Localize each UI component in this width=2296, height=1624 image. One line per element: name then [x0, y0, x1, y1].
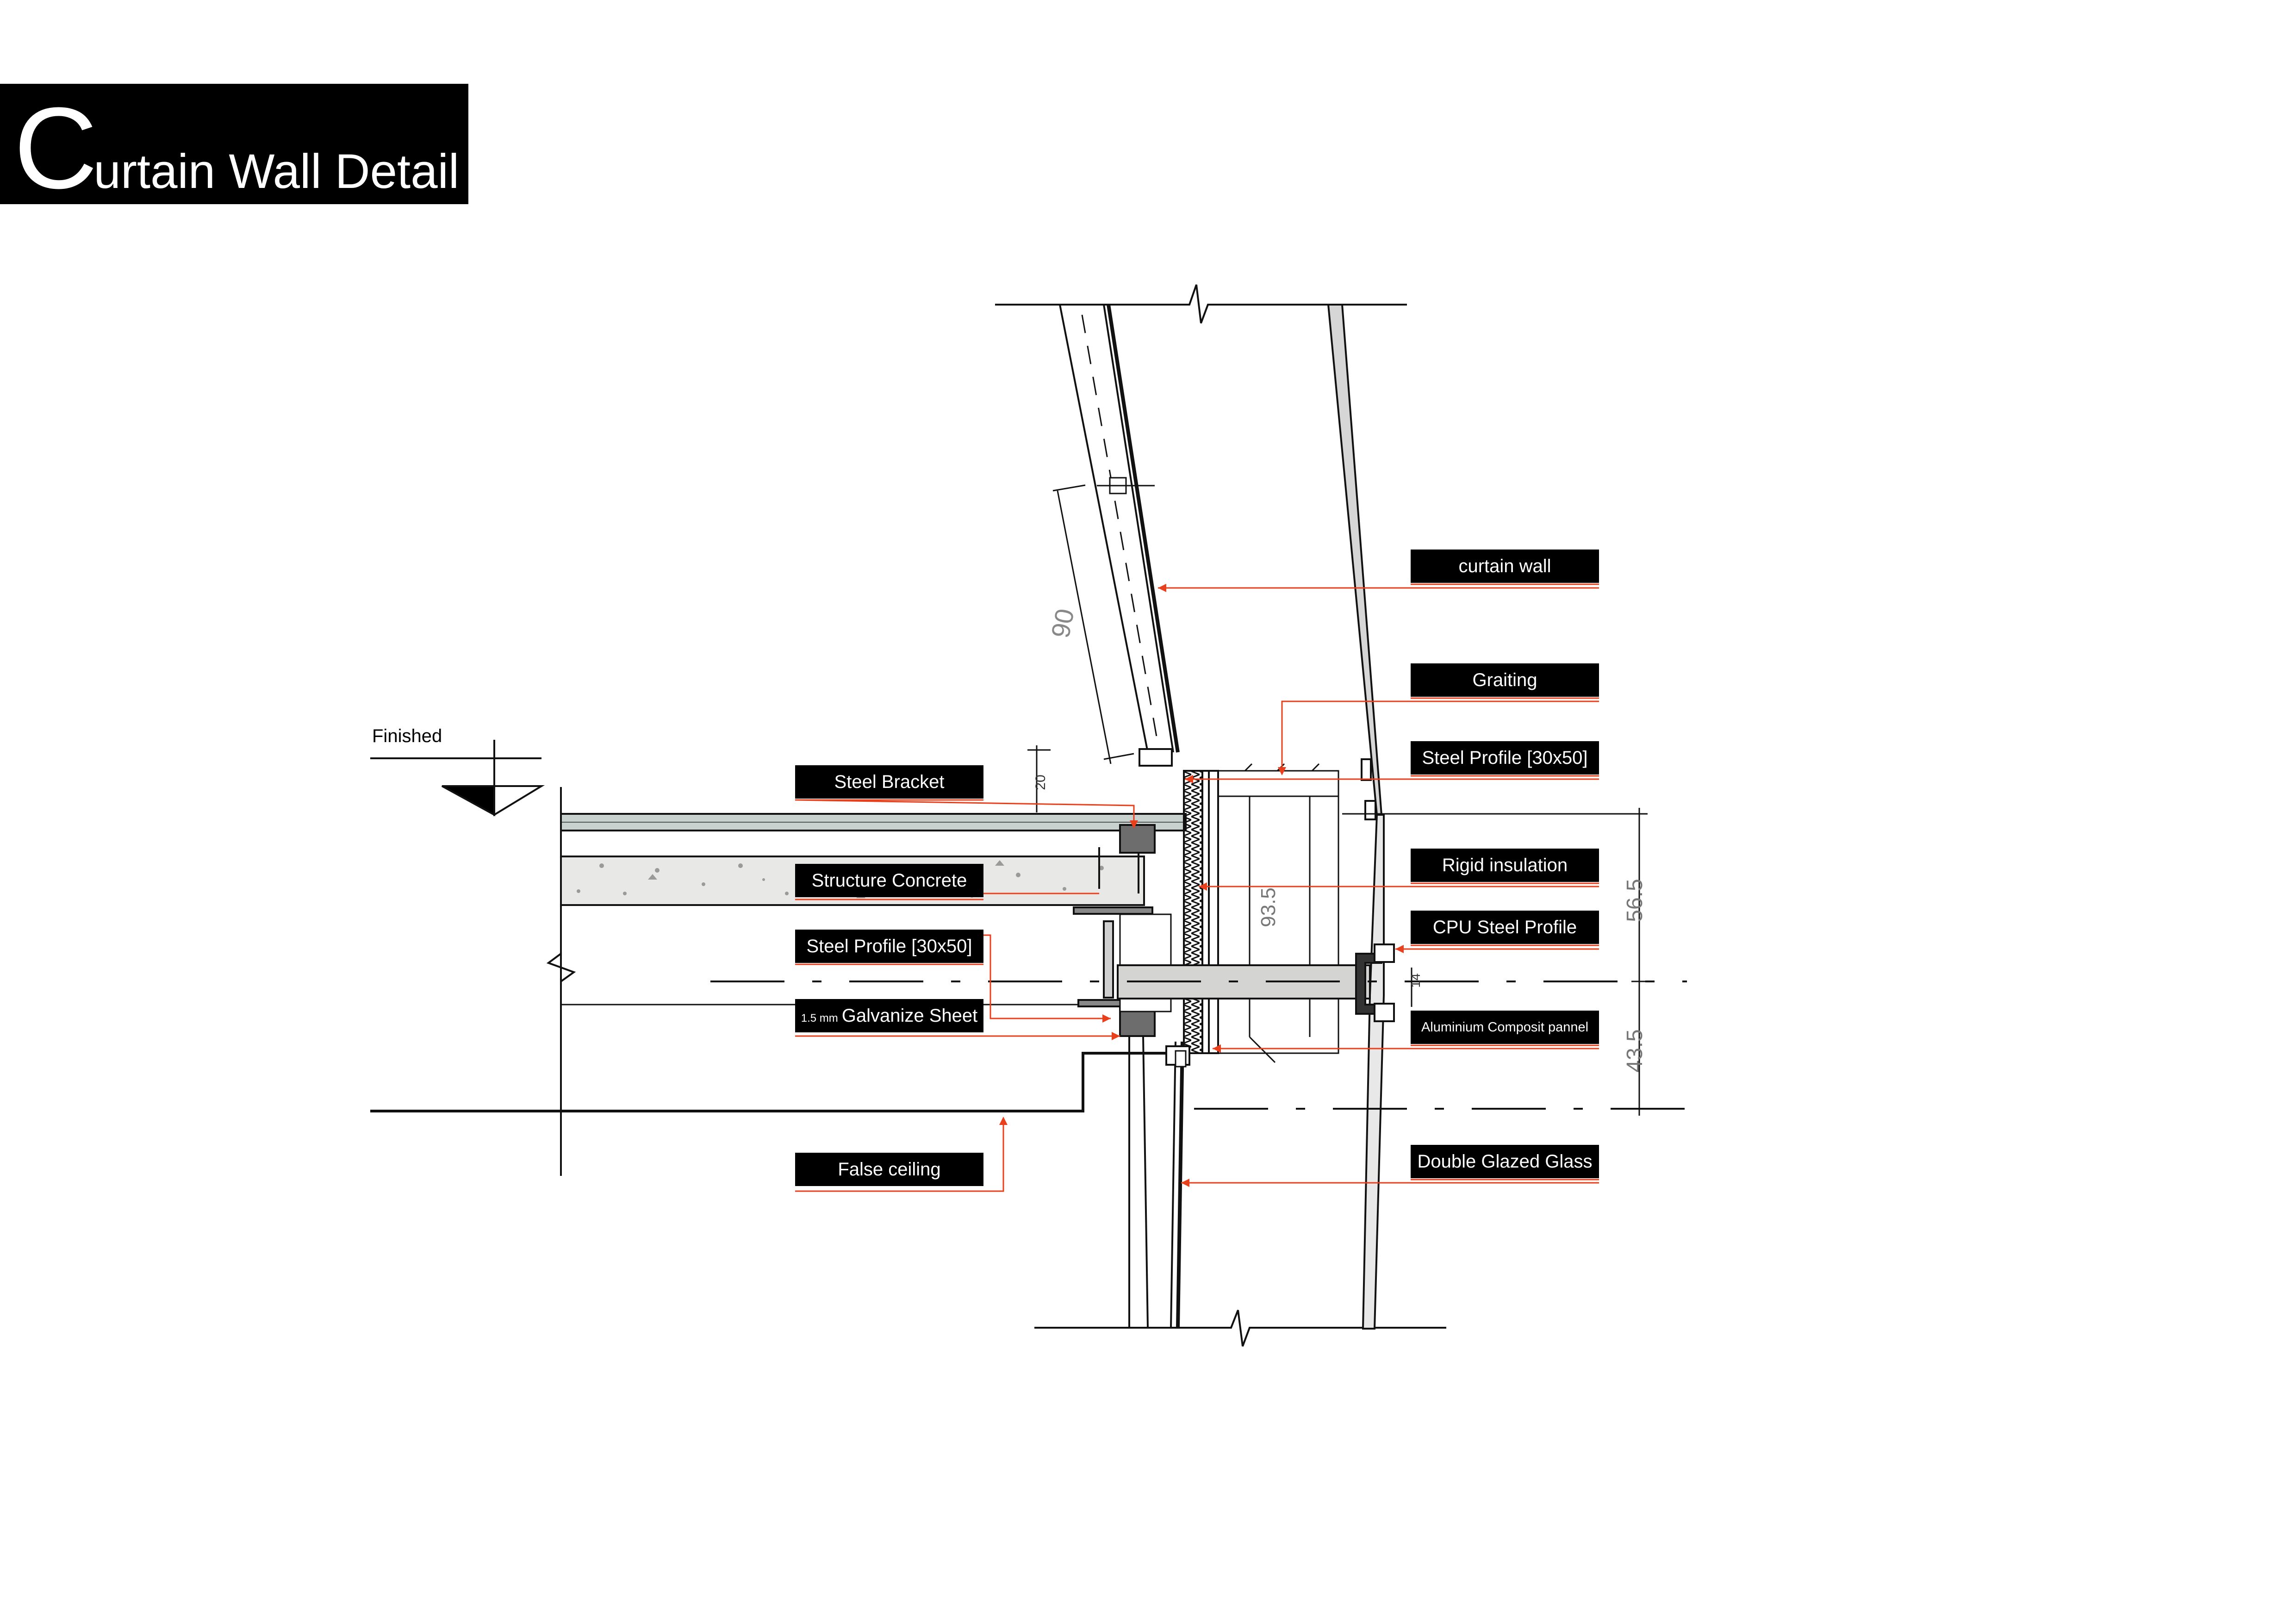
upper-glass-pane [1059, 304, 1180, 767]
galvanize-thickness: 1.5 mm [801, 1012, 838, 1024]
dimension-43-5-text: 43.5 [1623, 1029, 1647, 1072]
dimension-90-text: 90 [1045, 606, 1080, 640]
steel-profile-flange [1103, 920, 1114, 999]
break-lines [995, 284, 1446, 1347]
right-dimension-chain [1342, 808, 1648, 1116]
label-steel-profile-left: Steel Profile [30x50] [795, 930, 983, 963]
dimension-56-5-text: 56.5 [1623, 879, 1647, 922]
leader-underlines [795, 583, 1599, 1192]
rigid-insulation [1183, 770, 1219, 1054]
finished-level-label: Finished [372, 726, 442, 746]
title-block: Curtain Wall Detail [0, 84, 468, 206]
leader-steel-bracket [795, 799, 1135, 824]
label-cpu-steel-profile: CPU Steel Profile [1411, 911, 1599, 944]
label-steel-profile-right: Steel Profile [30x50] [1411, 741, 1599, 775]
label-aluminium-composite-pannel: Aluminium Composit pannel [1411, 1011, 1599, 1044]
dimension-90 [1052, 484, 1134, 764]
top-break-line [995, 284, 1407, 324]
label-false-ceiling: False ceiling [795, 1153, 983, 1186]
label-curtain-wall: curtain wall [1411, 550, 1599, 583]
label-double-glazed-glass: Double Glazed Glass [1411, 1145, 1599, 1178]
outer-right-glass [1327, 304, 1385, 1330]
title-initial: C [14, 83, 98, 212]
dimension-14-text: 14 [1408, 973, 1423, 987]
page-title: Curtain Wall Detail [14, 90, 459, 206]
lower-glass-pane [1128, 1037, 1190, 1328]
dimension-20-text: 20 [1033, 775, 1048, 790]
title-rest: urtain Wall Detail [93, 144, 460, 199]
upper-bracket-block [1119, 824, 1156, 854]
leader-graiting [1281, 700, 1599, 771]
dimension-93-5-text: 93.5 [1257, 887, 1280, 927]
label-steel-bracket: Steel Bracket [795, 765, 983, 799]
bottom-break-line [1034, 1310, 1446, 1347]
label-structure-concrete: Structure Concrete [795, 864, 983, 897]
dimension-20 [1027, 745, 1051, 812]
center-lines [710, 981, 1687, 1110]
galvanize-text: Galvanize Sheet [841, 1006, 978, 1026]
false-ceiling-line [370, 1052, 1166, 1112]
label-rigid-insulation: Rigid insulation [1411, 849, 1599, 882]
lower-bracket-block [1119, 1007, 1156, 1037]
finished-level-symbol [370, 740, 545, 817]
leaders-right [1158, 584, 1599, 1187]
label-graiting: Graiting [1411, 663, 1599, 697]
